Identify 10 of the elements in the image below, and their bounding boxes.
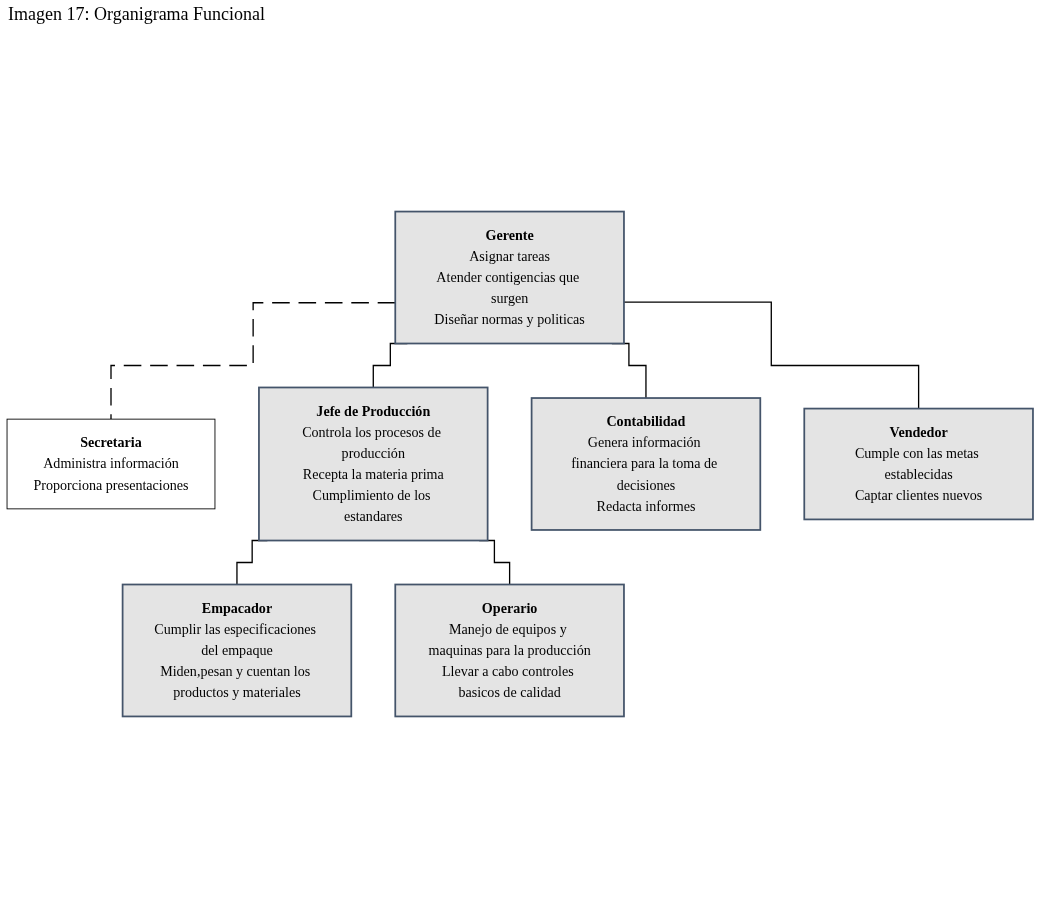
node-box: Jefe de Producción Controla los procesos de producción Recepta la materia prima Cumplimiento de los estandares [258,386,489,542]
node-box: Gerente Asignar tareas Atender contigencias que surgen Diseñar normas y politicas [394,210,625,345]
connector [623,301,920,410]
node-box: Operario Manejo de equipos y maquinas para la producción Llevar a cabo controles basicos de calidad [394,583,625,718]
node-box: Contabilidad Genera información financiera para la toma de decisiones Redacta informes [530,397,762,531]
node-box: Secretaria Administra información Proporciona presentaciones [6,418,216,510]
node-box: Empacador Cumplir las especificaciones del empaque Miden,pesan y cuentan los productos y materiales [121,583,353,718]
connector [110,302,396,420]
figure-title: Imagen 17: Organigrama Funcional [7,3,267,26]
node-box: Vendedor Cumple con las metas establecidas Captar clientes nuevos [803,407,1034,521]
